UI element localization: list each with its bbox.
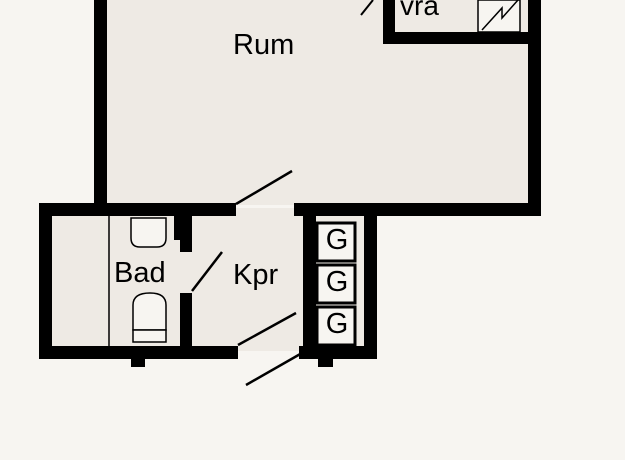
rum-floor bbox=[105, 0, 535, 205]
kpr-floor bbox=[187, 208, 315, 351]
rum-wall-left bbox=[94, 0, 107, 207]
rum-door-leaf bbox=[235, 169, 293, 206]
fora-door-leaf bbox=[360, 0, 374, 16]
room-label-rum: Rum bbox=[233, 29, 295, 61]
fora-cabinet-zigzag bbox=[481, 0, 519, 31]
sink-icon bbox=[130, 217, 167, 248]
wall-tab-right bbox=[318, 357, 333, 367]
toilet-icon bbox=[132, 292, 167, 343]
bad-partition-nub bbox=[174, 216, 180, 240]
bad-partition-top bbox=[180, 216, 192, 252]
room-label-kpr: Kpr bbox=[233, 259, 279, 291]
wardrobe-label-1: G bbox=[325, 224, 349, 256]
entrance-door-leaf bbox=[245, 351, 303, 387]
wardrobe-box-2 bbox=[315, 263, 357, 305]
bad-partition-bottom bbox=[180, 293, 192, 346]
wardrobe-label-3: G bbox=[325, 308, 349, 340]
wardrobe-box-1 bbox=[315, 221, 357, 263]
bad-wall-left bbox=[39, 203, 52, 359]
room-label-bad: Bad bbox=[114, 257, 166, 289]
wall-tab-left bbox=[131, 357, 145, 367]
wardrobe-wall-left bbox=[303, 203, 316, 359]
fora-wall-bottom bbox=[383, 32, 528, 44]
rum-wall-right bbox=[528, 0, 541, 216]
wardrobe-label-2: G bbox=[325, 266, 349, 298]
kpr-wall-bottom-right bbox=[299, 346, 377, 359]
wardrobe-box-3 bbox=[315, 305, 357, 347]
room-label-fora: vra bbox=[400, 0, 439, 21]
bad-door-leaf bbox=[191, 251, 223, 292]
bad-wall-bottom bbox=[39, 346, 238, 359]
kpr-door-leaf bbox=[237, 311, 297, 347]
bad-wall-top bbox=[39, 203, 236, 216]
kpr-wall-top-right bbox=[294, 203, 364, 214]
wardrobe-wall-right bbox=[364, 203, 377, 359]
